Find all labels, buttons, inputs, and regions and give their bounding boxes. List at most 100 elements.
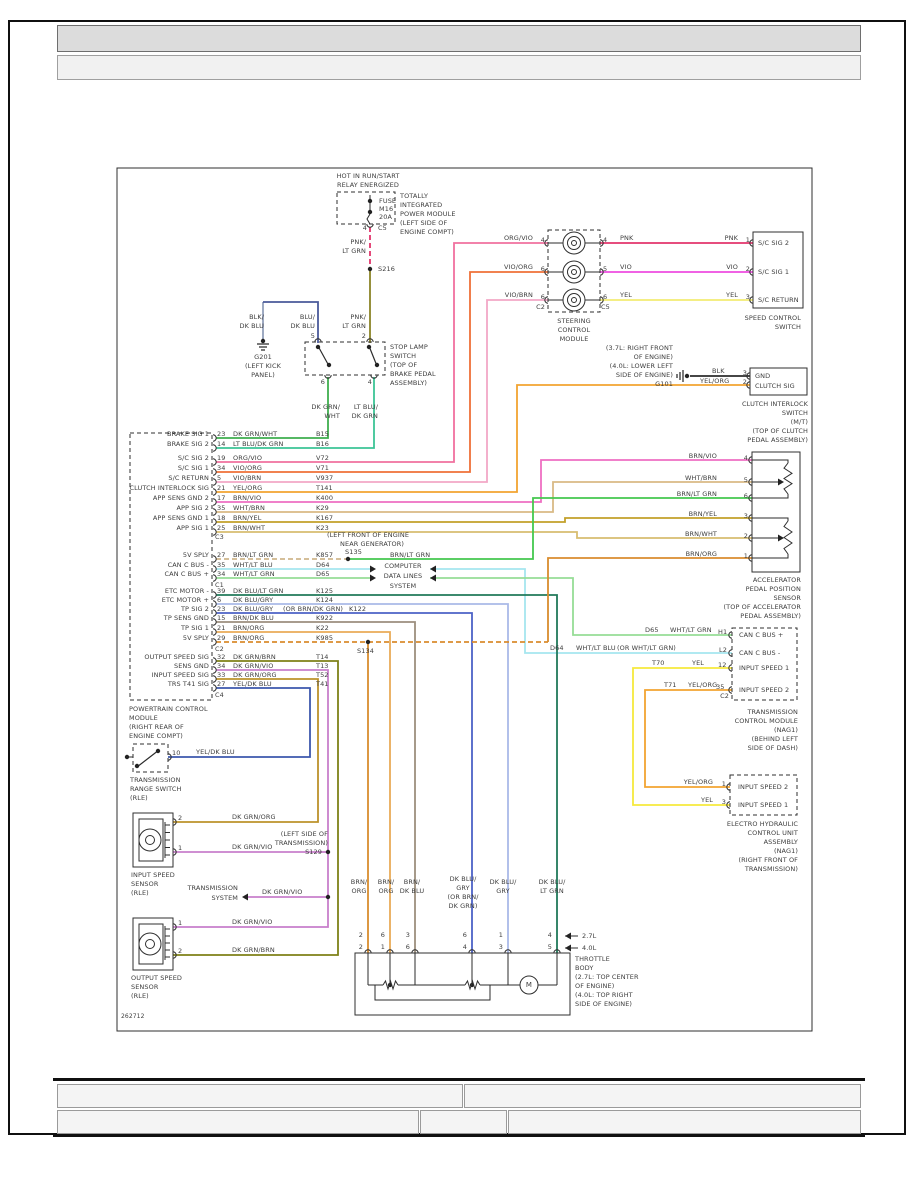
label-scm-pnk: PNK xyxy=(620,234,634,242)
label-mid-system: SYSTEM xyxy=(389,582,417,590)
connector-pin xyxy=(599,239,604,247)
box-tipm xyxy=(336,191,396,225)
label-scm-5: 5 xyxy=(603,265,608,273)
label-oss-output-speed: OUTPUT SPEED xyxy=(131,974,183,982)
label-clutch-2: 2 xyxy=(742,378,747,386)
label-tcm-can-c-bus: CAN C BUS + xyxy=(739,631,784,639)
label-pcm-23: 23 xyxy=(217,605,226,613)
label-pcm-k985: K985 xyxy=(316,634,334,642)
label-scm-module: MODULE xyxy=(559,335,589,343)
connector-pin xyxy=(212,638,217,646)
label-pcm-etc-motor: ETC MOTOR + xyxy=(161,596,209,604)
label-app-6: 6 xyxy=(743,492,748,500)
label-stop_lamp-dk-blu: DK BLU xyxy=(290,322,315,330)
label-pcm-wht-brn: WHT/BRN xyxy=(233,504,266,512)
junction-dot xyxy=(325,849,331,855)
junction-dot xyxy=(345,556,351,562)
label-stop_lamp-6: 6 xyxy=(320,378,325,386)
label-tipm-integrated: INTEGRATED xyxy=(400,201,443,209)
label-pcm-21: 21 xyxy=(217,624,226,632)
label-pcm-etc-motor: ETC MOTOR - xyxy=(164,587,209,595)
label-app-brn-wht: BRN/WHT xyxy=(684,530,717,538)
label-scm-c5: C5 xyxy=(601,303,610,311)
box-output-speed-sensor-inner xyxy=(138,923,164,965)
label-tcm-transmission: TRANSMISSION xyxy=(747,708,798,716)
label-clutch-blk: BLK xyxy=(712,367,725,375)
label-tcm-nag1: (NAG1) xyxy=(773,726,798,734)
label-iss-dk-grn-vio: DK GRN/VIO xyxy=(262,888,303,896)
label-throttle-of-engine: OF ENGINE) xyxy=(575,982,615,990)
app-pot-line xyxy=(752,554,789,559)
label-app-pedal-assembly: PEDAL ASSEMBLY) xyxy=(740,612,801,620)
label-iss-input-speed: INPUT SPEED xyxy=(131,871,175,879)
label-tcm-input-speed-2: INPUT SPEED 2 xyxy=(739,686,790,694)
label-clutch-clutch-sig: CLUTCH SIG xyxy=(755,382,795,390)
label-scm-steering: STEERING xyxy=(557,317,591,325)
connector-pin xyxy=(212,600,217,608)
connector-pin xyxy=(212,684,217,692)
label-stop_lamp-left-kick: (LEFT KICK xyxy=(245,362,281,370)
label-pcm-wht-lt-grn: WHT/LT GRN xyxy=(233,570,275,578)
label-pcm-org-vio: ORG/VIO xyxy=(233,454,263,462)
connector-pin xyxy=(212,444,217,452)
label-pcm-d65: D65 xyxy=(316,570,330,578)
resistor-zigzag xyxy=(382,979,399,991)
label-tcm-control-module: CONTROL MODULE xyxy=(734,717,798,725)
box-throttle-body xyxy=(354,952,571,1016)
label-pcm-right-rear-of: (RIGHT REAR OF xyxy=(129,723,184,731)
connector-pin xyxy=(314,338,322,343)
junction-dot xyxy=(684,373,690,379)
label-mid-left-front-of-engine: (LEFT FRONT OF ENGINE xyxy=(326,531,410,539)
connector-pin xyxy=(599,296,604,304)
box-speed-control-switch xyxy=(752,231,804,309)
connector-pin xyxy=(212,618,217,626)
label-app-sensor: SENSOR xyxy=(773,594,801,602)
label-scm-switch: SWITCH xyxy=(774,323,801,331)
connector-pin xyxy=(212,458,217,466)
label-pcm-yel-dk-blu: YEL/DK BLU xyxy=(233,680,272,688)
label-throttle-throttle: THROTTLE xyxy=(575,955,610,963)
label-scm-vio-brn: VIO/BRN xyxy=(504,291,533,299)
label-ehcu-nag1: (NAG1) xyxy=(773,847,798,855)
label-tcm-c2: C2 xyxy=(720,692,729,700)
wire-b15-dkgrn-wht xyxy=(216,377,329,439)
label-iss-rle: (RLE) xyxy=(131,889,149,897)
label-clutch-top-of-clutch: (TOP OF CLUTCH xyxy=(752,427,808,435)
label-pcm-sens-gnd: SENS GND xyxy=(174,662,209,670)
label-pcm-t14: T14 xyxy=(316,653,329,661)
label-tcm-wht-lt-blu: WHT/LT BLU xyxy=(576,644,616,652)
label-throttle-2: 2 xyxy=(358,943,363,951)
symbol-circle xyxy=(567,236,581,250)
wire-k125-dkblu-ltgrn xyxy=(216,594,558,953)
label-ehcu-yel: YEL xyxy=(701,796,713,804)
connector-pin xyxy=(212,628,217,636)
label-stop_lamp-dk-grn: DK GRN xyxy=(351,412,378,420)
trs-blade xyxy=(136,749,160,768)
label-pcm-15: 15 xyxy=(217,614,226,622)
label-throttle-6: 6 xyxy=(405,943,410,951)
label-app-brn-vio: BRN/VIO xyxy=(688,452,717,460)
connector-pin xyxy=(370,374,378,379)
label-pcm-engine-compt: ENGINE COMPT) xyxy=(129,732,183,740)
wire-k400-brn-vio xyxy=(216,459,752,503)
label-pcm-k857: K857 xyxy=(316,551,334,559)
label-scm-control: CONTROL xyxy=(557,326,591,334)
label-scm-4: 4 xyxy=(603,236,608,244)
connector-pin xyxy=(748,478,753,486)
label-scm-6: 6 xyxy=(540,265,545,273)
wire-blu-dkblu xyxy=(263,301,319,343)
label-tipm-m16: M16 xyxy=(379,205,394,213)
app-pot-line xyxy=(752,494,789,499)
label-scm-2: 2 xyxy=(745,265,750,273)
label-pcm-s-c-sig-2: S/C SIG 2 xyxy=(177,454,209,462)
label-tcm-12: 12 xyxy=(718,661,727,669)
label-throttle-gry: GRY xyxy=(456,884,470,892)
label-tcm-35: 35 xyxy=(716,683,725,691)
junction-dot xyxy=(367,198,373,204)
label-throttle-1: 1 xyxy=(380,943,385,951)
connector-pin xyxy=(726,801,731,809)
wire-k29-wht-brn xyxy=(216,481,752,513)
junction-dot xyxy=(315,344,321,350)
